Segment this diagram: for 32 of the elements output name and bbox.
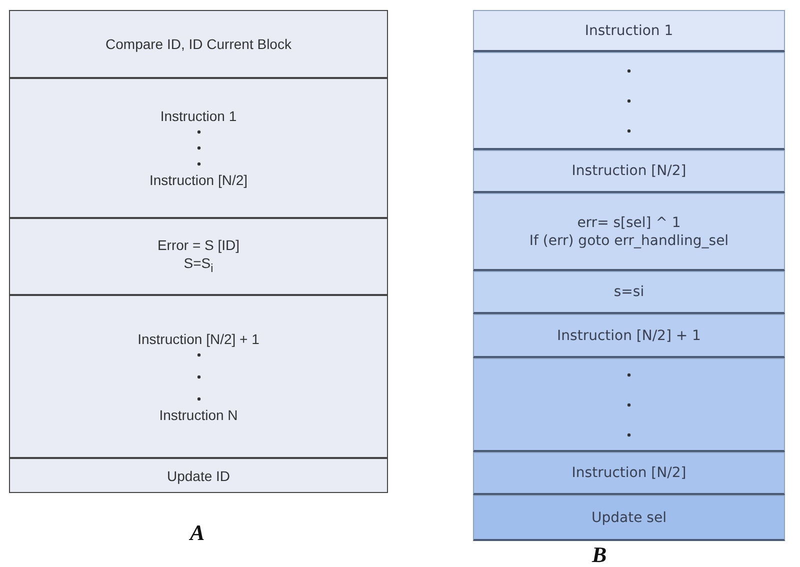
panel-label: B bbox=[592, 542, 607, 567]
code-block bbox=[9, 10, 388, 78]
block-text: Instruction N bbox=[159, 406, 238, 424]
code-block bbox=[473, 452, 785, 495]
code-block bbox=[473, 495, 785, 541]
ellipsis-block bbox=[473, 358, 785, 452]
code-block bbox=[9, 78, 388, 218]
code-block bbox=[9, 218, 388, 295]
code-block bbox=[473, 314, 785, 358]
panel-label: A bbox=[190, 520, 205, 546]
block-text: Instruction [N/2] + 1 bbox=[557, 326, 701, 344]
block-text: Error = S [ID] bbox=[157, 236, 240, 254]
ellipsis-block bbox=[473, 52, 785, 150]
block-text: Update ID bbox=[166, 466, 230, 484]
block-text: Instruction [N/2] bbox=[572, 162, 686, 180]
block-text: Instruction 1 bbox=[160, 107, 237, 125]
block-text: Instruction [N/2] bbox=[572, 464, 686, 482]
block-text: err= s[sel] ^ 1 bbox=[577, 214, 681, 232]
block-text: Compare ID, ID Current Block bbox=[106, 35, 292, 53]
block-text: Update sel bbox=[592, 508, 666, 526]
code-block bbox=[9, 458, 388, 493]
block-text: If (err) goto err_handling_sel bbox=[529, 232, 729, 250]
block-text: s=si bbox=[614, 283, 644, 301]
block-text: S=S$_{i}$ bbox=[184, 254, 214, 276]
code-block bbox=[473, 193, 785, 271]
block-text: Instruction [N/2] + 1 bbox=[138, 330, 260, 348]
code-block bbox=[473, 150, 785, 193]
code-block bbox=[473, 271, 785, 314]
code-block bbox=[473, 10, 785, 52]
code-block bbox=[9, 295, 388, 458]
block-text: Instruction 1 bbox=[584, 22, 674, 40]
block-text: Instruction [N/2] bbox=[149, 171, 248, 189]
